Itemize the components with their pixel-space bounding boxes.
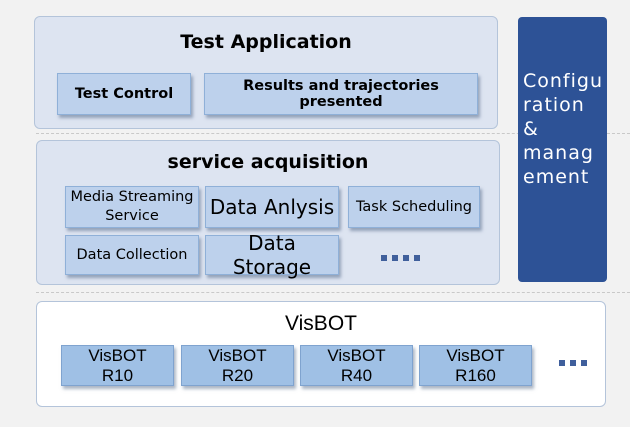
service-acquisition-layer: service acquisition Media Streaming Serv… — [36, 140, 500, 285]
visbot-r20-box: VisBOT R20 — [181, 345, 294, 386]
visbot-r160-box: VisBOT R160 — [419, 345, 532, 386]
configuration-management-box: Configu ration & manag ement — [518, 17, 607, 282]
test-application-layer: Test Application Test Control Results an… — [34, 16, 498, 129]
results-trajectories-box: Results and trajectories presented — [204, 73, 478, 115]
data-collection-box: Data Collection — [65, 235, 199, 275]
more-services-ellipsis — [381, 255, 420, 261]
test-control-box: Test Control — [57, 73, 191, 115]
more-robots-ellipsis — [559, 360, 587, 366]
data-storage-box: Data Storage — [205, 231, 339, 279]
visbot-r40-box: VisBOT R40 — [300, 345, 413, 386]
test-application-title: Test Application — [180, 31, 352, 53]
task-scheduling-box: Task Scheduling — [348, 186, 480, 228]
data-analysis-box: Data Anlysis — [205, 186, 339, 228]
visbot-r10-box: VisBOT R10 — [61, 345, 174, 386]
media-streaming-service-box: Media Streaming Service — [65, 186, 199, 228]
visbot-layer: VisBOT VisBOT R10 VisBOT R20 VisBOT R40 … — [36, 301, 606, 407]
layer-separator-top — [36, 133, 630, 134]
service-acquisition-title: service acquisition — [167, 151, 369, 173]
layer-separator-bottom — [36, 292, 630, 293]
visbot-title: VisBOT — [285, 312, 357, 335]
